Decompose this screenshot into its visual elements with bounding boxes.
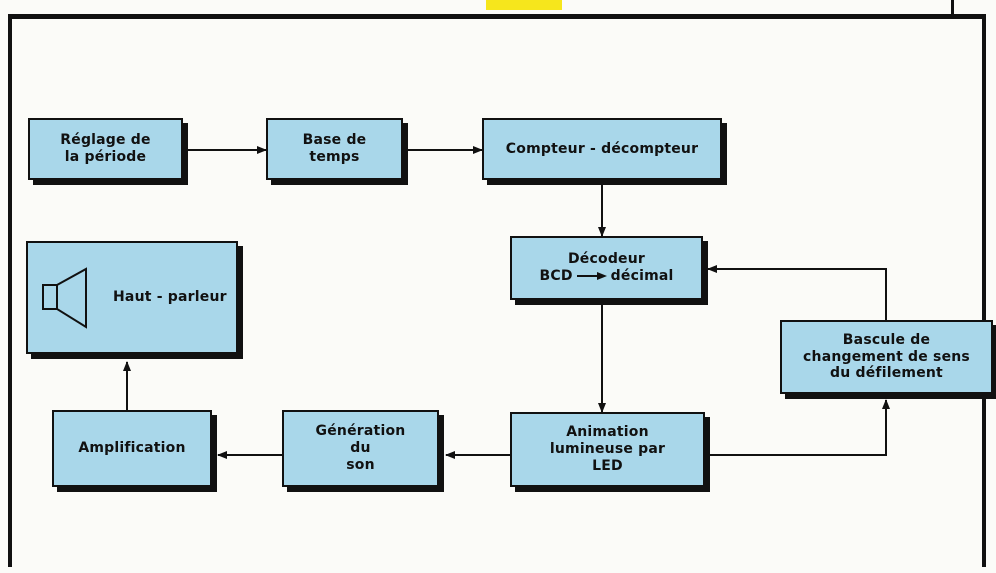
block-decodeur: Décodeur BCD décimal: [510, 236, 703, 300]
block-label: Bascule de changement de sens du défilem…: [803, 331, 970, 382]
speaker-icon: [42, 267, 87, 329]
block-bascule: Bascule de changement de sens du défilem…: [780, 320, 993, 394]
frame-tick: [951, 0, 954, 16]
arrow-right-icon: [576, 272, 607, 281]
decodeur-bcd: BCD: [539, 268, 573, 284]
block-label: Haut - parleur: [113, 289, 227, 306]
diagram-frame: [8, 14, 986, 567]
block-label: Réglage de la période: [60, 132, 151, 165]
block-compteur-decompteur: Compteur - décompteur: [482, 118, 722, 180]
block-amplification: Amplification: [52, 410, 212, 487]
block-label: Base de temps: [302, 132, 367, 165]
block-generation-son: Génération du son: [282, 410, 439, 487]
block-reglage-periode: Réglage de la période: [28, 118, 183, 180]
block-base-temps: Base de temps: [266, 118, 403, 180]
block-label: Amplification: [78, 440, 186, 457]
block-animation-led: Animation lumineuse par LED: [510, 412, 705, 487]
decodeur-conversion: BCD décimal: [539, 268, 673, 285]
arrow-bascule-decodeur: [707, 265, 887, 320]
block-haut-parleur: Haut - parleur: [26, 241, 238, 354]
block-label: Compteur - décompteur: [505, 140, 699, 157]
arrow-animation-bascule: [705, 399, 890, 456]
decodeur-decimal: décimal: [610, 268, 674, 284]
decodeur-title: Décodeur: [567, 251, 646, 268]
block-label: Génération du son: [315, 423, 406, 473]
highlight-mark: [486, 0, 562, 10]
block-label: Animation lumineuse par LED: [549, 424, 666, 474]
